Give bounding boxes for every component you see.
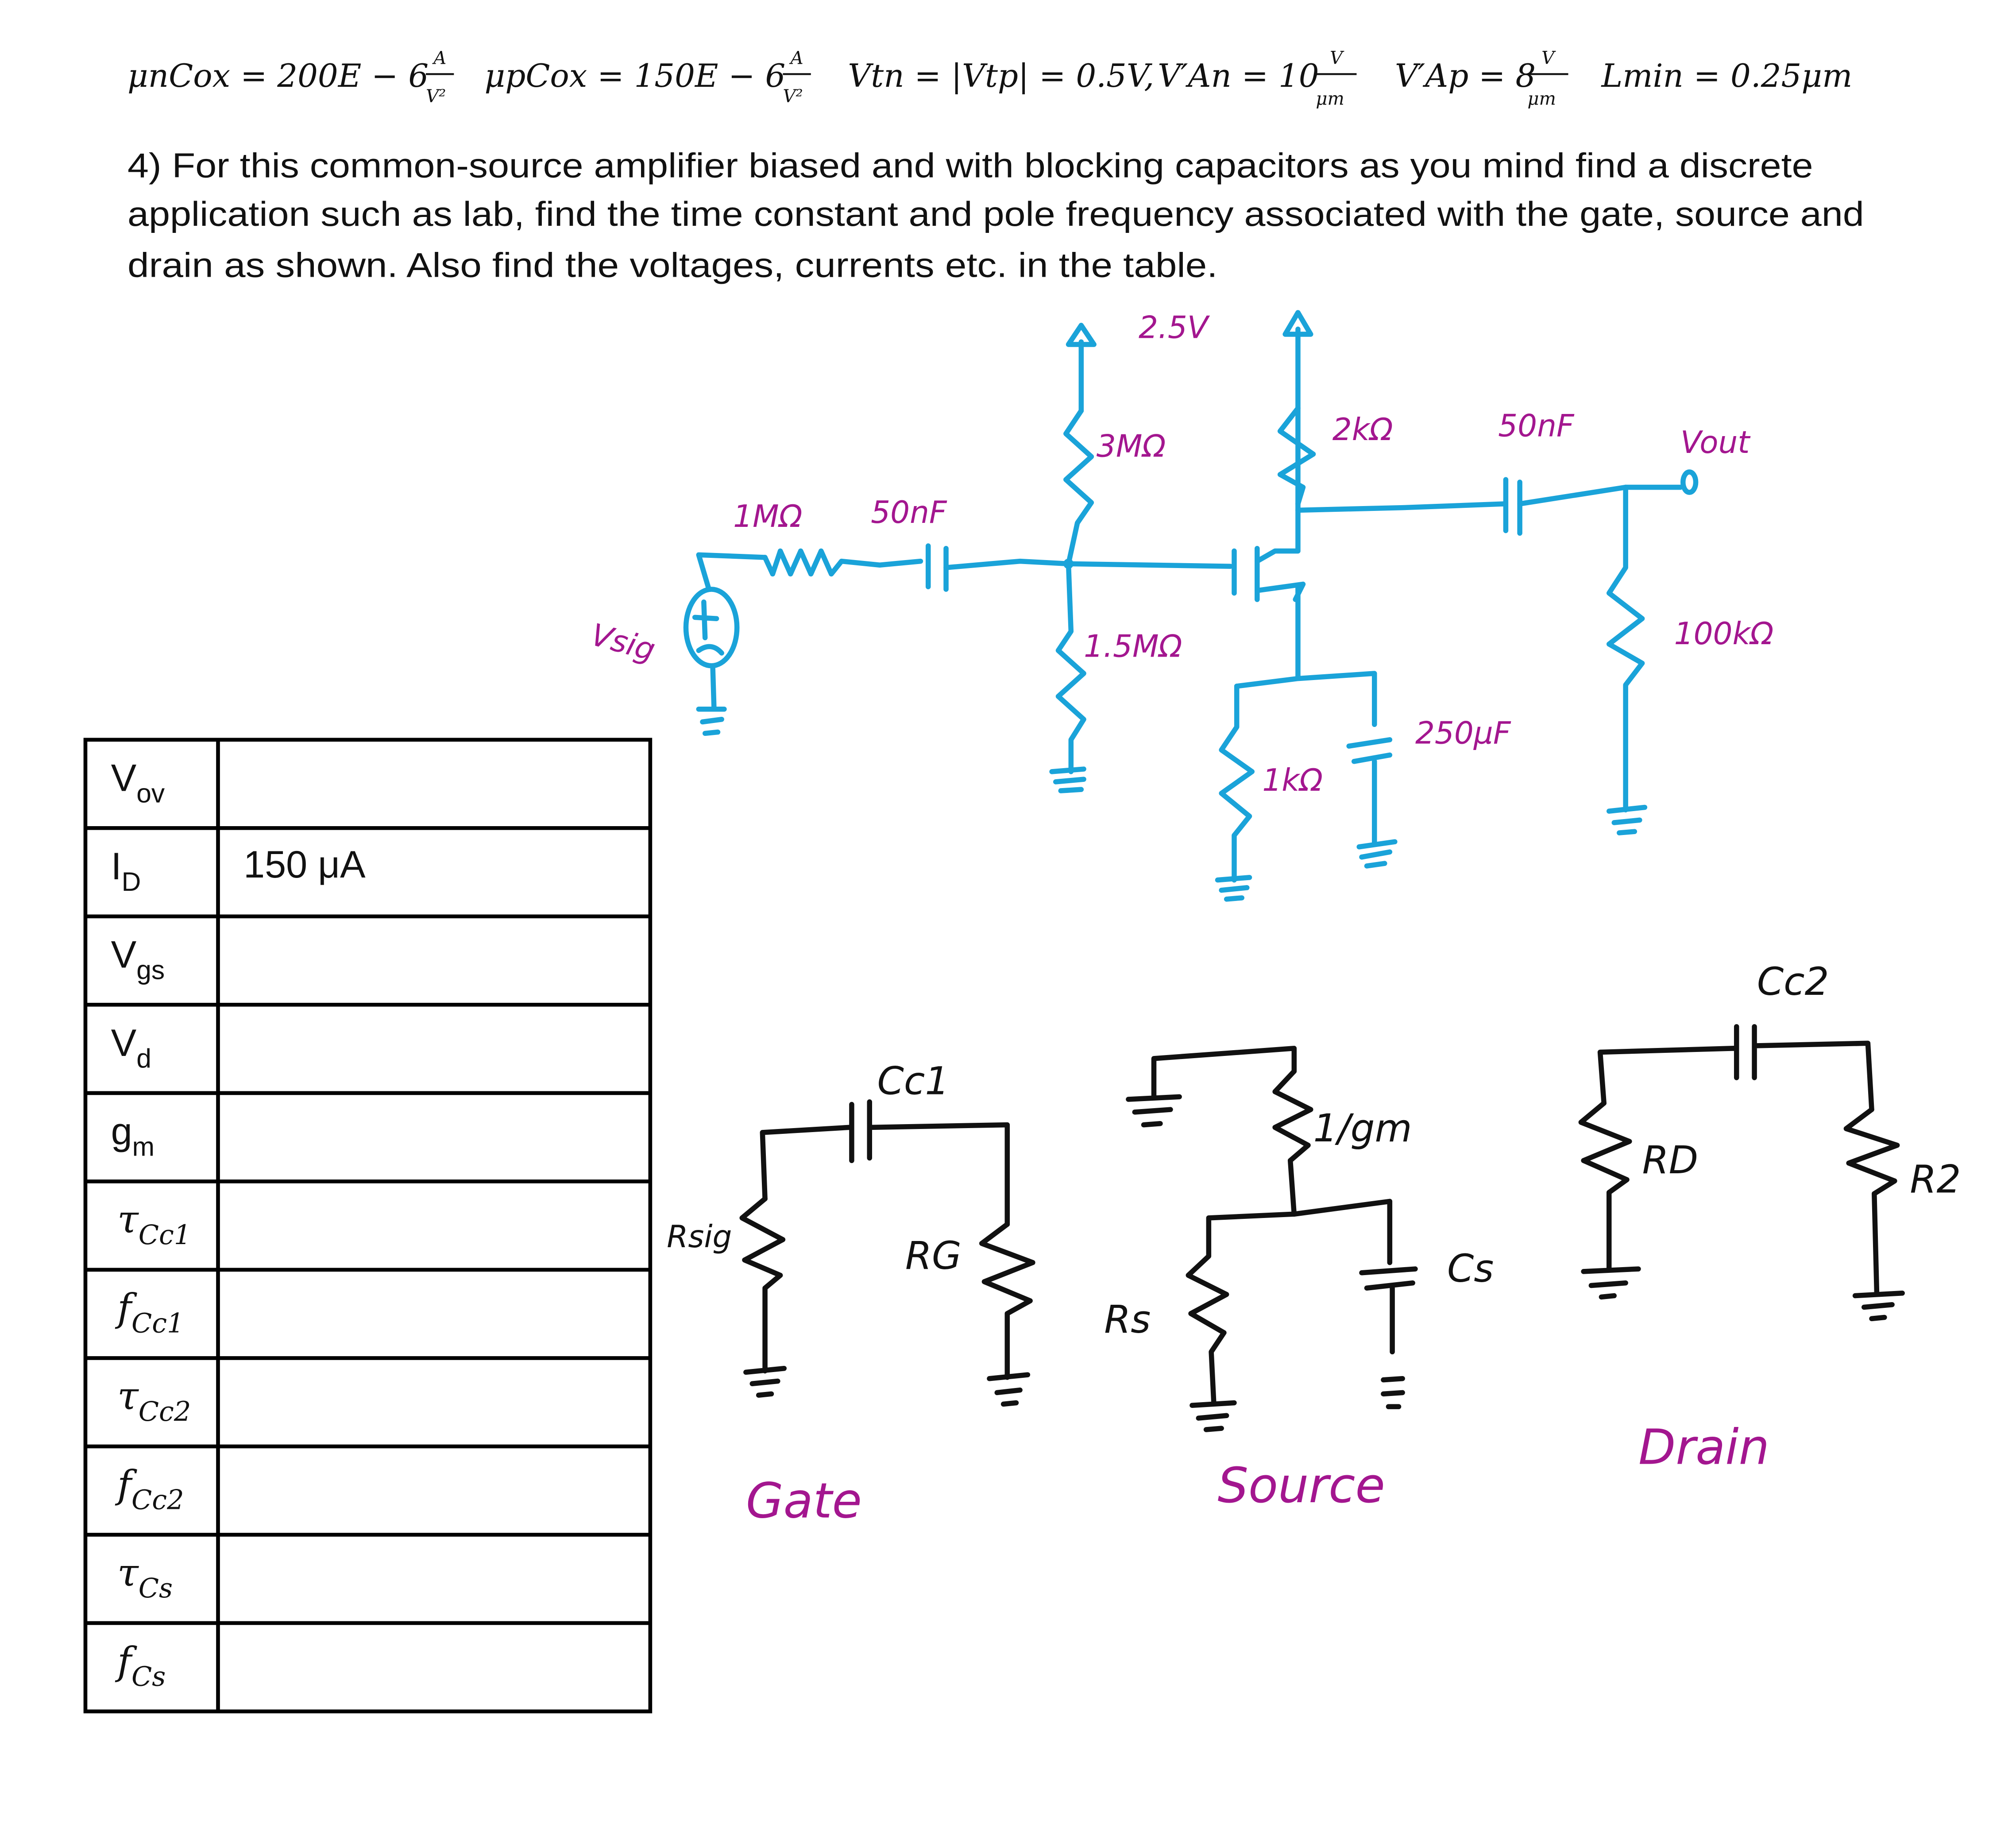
param-vap: V′Ap = 8	[1395, 57, 1536, 94]
row-label-subscript: Cc1	[131, 1308, 184, 1339]
row-label-subscript: D	[122, 866, 141, 897]
label-cc1: Cc1	[877, 1059, 950, 1103]
table-row-value[interactable]: 150 μA	[243, 843, 366, 886]
question-line-2: application such as lab, find the time c…	[127, 195, 1864, 233]
table-row-label: τCc2	[117, 1374, 191, 1427]
row-label-subscript: gs	[136, 955, 165, 985]
label-r-d: 2kΩ	[1332, 412, 1393, 448]
label-c-s: 250μF	[1415, 715, 1511, 751]
param-un-cox: μnCox = 200E − 6	[127, 57, 429, 94]
table-row-label: gm	[111, 1110, 154, 1162]
ground-icon	[1356, 839, 1398, 869]
param-van-unit-den: μm	[1316, 89, 1344, 109]
table-row-label: ID	[111, 845, 141, 897]
vout-terminal	[1680, 469, 1699, 495]
param-un-unit-den: V²	[426, 86, 446, 107]
question-line-1: 4) For this common-source amplifier bias…	[127, 147, 1813, 185]
table-row-label: Vd	[111, 1022, 151, 1073]
table-row-label: Vgs	[111, 934, 165, 985]
source-title: Source	[1218, 1457, 1385, 1514]
param-van-unit-num: V	[1330, 47, 1344, 68]
parameter-line: μnCox = 200E − 6 A V² μpCox = 150E − 6 A…	[127, 47, 1852, 109]
vdd-arrow-icon	[1066, 323, 1097, 347]
label-r-s: 1kΩ	[1262, 763, 1323, 798]
label-cs: Cs	[1447, 1247, 1494, 1291]
label-rg: RG	[905, 1234, 962, 1278]
param-van: V′An = 10	[1158, 57, 1319, 94]
r-d-resistor	[1277, 406, 1316, 506]
param-un-unit-num: A	[432, 47, 446, 68]
label-vdd: 2.5V	[1139, 310, 1210, 346]
c-s-capacitor	[1346, 737, 1393, 847]
row-label-subscript: ov	[136, 778, 165, 808]
param-vap-unit-num: V	[1541, 47, 1556, 68]
row-label-main: τ	[117, 1374, 139, 1419]
row-label-main: g	[111, 1110, 132, 1153]
label-rd: RD	[1642, 1138, 1699, 1183]
row-label-main: τ	[117, 1198, 139, 1242]
param-lmin: Lmin = 0.25μm	[1600, 57, 1852, 94]
label-rs: Rs	[1104, 1298, 1151, 1342]
label-r-top: 3MΩ	[1097, 429, 1166, 464]
table-row-label: fCs	[115, 1639, 166, 1693]
amplifier-schematic: 2.5V 3MΩ 1.5MΩ 1MΩ 50nF Vsig 2kΩ 50nF Vo…	[587, 310, 1774, 902]
row-label-subscript: Cs	[131, 1662, 166, 1693]
gate-title: Gate	[746, 1473, 862, 1529]
param-vap-unit-den: μm	[1527, 89, 1556, 109]
row-label-subscript: d	[136, 1043, 151, 1073]
ground-icon	[1215, 875, 1252, 902]
r-sig-resistor	[739, 1196, 787, 1398]
r-sig-resistor	[762, 548, 923, 577]
row-label-subscript: Cc2	[139, 1396, 191, 1427]
label-one-over-gm: 1/gm	[1313, 1106, 1412, 1151]
row-label-main: V	[111, 757, 137, 800]
question-text: 4) For this common-source amplifier bias…	[127, 147, 1864, 285]
param-vt: Vtn = |Vtp| = 0.5V,	[848, 57, 1154, 94]
r-g-resistor	[979, 1222, 1035, 1407]
label-v-out: Vout	[1680, 425, 1751, 460]
c-out-capacitor	[1503, 477, 1522, 536]
param-up-unit-den: V²	[783, 86, 803, 107]
row-label-subscript: Cc2	[131, 1485, 184, 1516]
ground-icon	[1049, 766, 1086, 793]
table-row-label: τCc1	[117, 1198, 191, 1251]
row-label-subscript: Cs	[139, 1573, 173, 1604]
label-r-sig: 1MΩ	[733, 499, 802, 534]
row-label-main: V	[111, 934, 137, 976]
ground-icon	[696, 663, 727, 736]
gate-equivalent-circuit: Cc1 Rsig RG Gate	[667, 1059, 1035, 1529]
drain-title: Drain	[1638, 1419, 1769, 1476]
table-row-label: τCs	[117, 1551, 173, 1604]
row-label-subscript: Cc1	[139, 1220, 191, 1251]
ground-icon	[1606, 804, 1648, 835]
table-row-label: Vov	[111, 757, 165, 808]
label-cc2: Cc2	[1757, 960, 1829, 1004]
param-up-cox: μpCox = 150E − 6	[484, 57, 785, 94]
source-equivalent-circuit: 1/gm Rs Cs Source	[1104, 1046, 1494, 1514]
label-r-load: 100kΩ	[1674, 616, 1774, 652]
label-c-in: 50nF	[871, 495, 947, 530]
row-label-subscript: m	[132, 1132, 154, 1162]
question-line-3: drain as shown. Also find the voltages, …	[127, 246, 1218, 284]
label-rsig: Rsig	[667, 1219, 732, 1255]
drain-equivalent-circuit: Cc2 RD R2 Drain	[1578, 960, 1961, 1476]
param-up-unit-num: A	[789, 47, 803, 68]
label-c-out: 50nF	[1498, 408, 1575, 444]
row-label-main: τ	[117, 1551, 139, 1595]
r-top-resistor	[1063, 408, 1094, 567]
label-r2: R2	[1910, 1157, 1961, 1202]
row-label-main: V	[111, 1022, 137, 1064]
label-r-bottom: 1.5MΩ	[1084, 629, 1182, 665]
row-label-main: I	[111, 845, 122, 888]
